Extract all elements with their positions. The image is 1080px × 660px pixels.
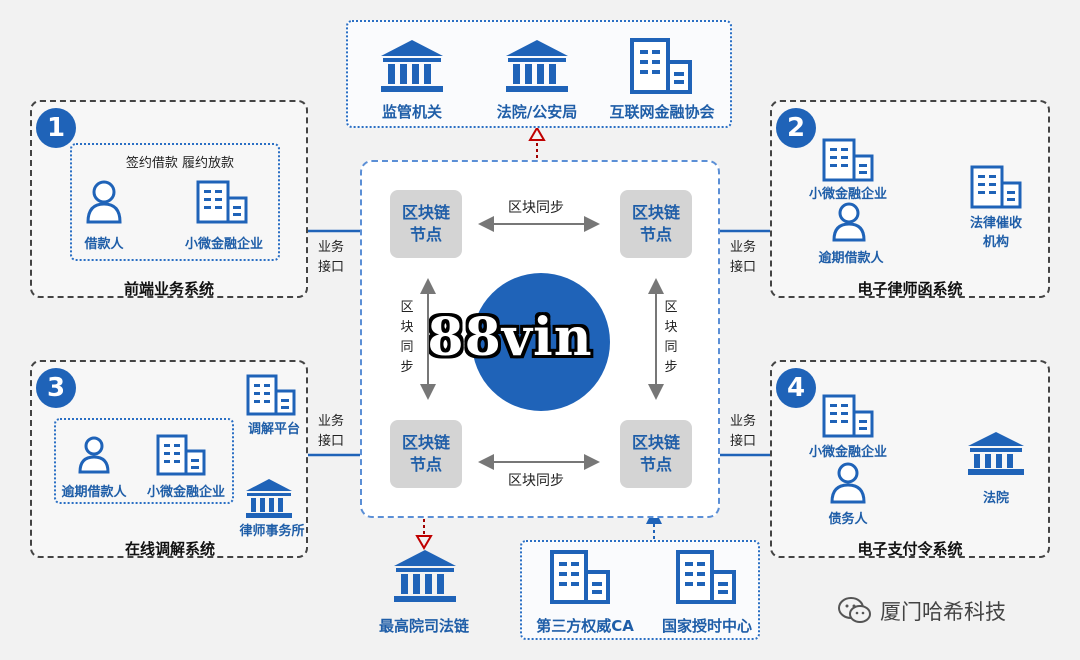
company-office-icon <box>156 434 206 476</box>
collection-agency-label: 法律催收 机构 <box>969 216 1022 250</box>
blockchain-node-top-right: 区块链 节点 <box>620 190 692 258</box>
sync-label-top: 区块同步 <box>508 200 564 216</box>
blockchain-node-bottom-left: 区块链 节点 <box>390 420 462 488</box>
debtor-label: 债务人 <box>828 512 868 527</box>
mediation-inner-group <box>54 418 234 504</box>
interface-label-1: 业务 接口 <box>318 240 345 275</box>
overdue-borrower-person-icon <box>78 436 110 474</box>
court-police-label: 法院/公安局 <box>496 103 578 121</box>
court-building-icon <box>968 432 1024 475</box>
panel-payment-order-system <box>770 360 1050 558</box>
law-firm-building-icon <box>246 479 292 518</box>
sync-label-right: 区块同步 <box>664 300 678 375</box>
watermark-text: 88vin <box>427 307 593 368</box>
blockchain-core-circle <box>472 273 610 411</box>
overdue-borrower-label: 逾期借款人 <box>61 485 127 500</box>
brand-name: 厦门哈希科技 <box>880 600 1006 624</box>
court-label: 法院 <box>982 491 1009 506</box>
interface-label-2: 业务 接口 <box>730 240 757 275</box>
panel-number-4: 4 <box>776 368 816 408</box>
mediation-platform-icon <box>246 374 296 416</box>
interface-label-4: 业务 接口 <box>730 414 757 449</box>
time-center-label: 国家授时中心 <box>661 617 752 635</box>
court-police-building-icon <box>506 40 568 92</box>
borrower-label: 借款人 <box>84 237 124 252</box>
sync-label-bottom: 区块同步 <box>508 473 564 489</box>
law-firm-label: 律师事务所 <box>239 524 305 539</box>
panel-number-2: 2 <box>776 108 816 148</box>
panel-2-title: 电子律师函系统 <box>857 280 963 298</box>
wechat-icon <box>838 597 871 623</box>
overdue-borrower-label: 逾期借款人 <box>818 251 884 266</box>
panel-frontend-system <box>30 100 308 298</box>
panel-number-3: 3 <box>36 368 76 408</box>
blockchain-node-bottom-right: 区块链 节点 <box>620 420 692 488</box>
company-office-icon <box>196 180 248 224</box>
frontend-inner-group <box>70 143 280 261</box>
company-label: 小微金融企业 <box>808 187 887 202</box>
company-office-icon <box>822 138 874 182</box>
regulator-label: 监管机关 <box>381 103 442 121</box>
company-label: 小微金融企业 <box>146 485 225 500</box>
association-label: 互联网金融协会 <box>609 103 715 121</box>
regulator-building-icon <box>381 40 443 92</box>
ca-office-icon <box>550 550 610 604</box>
debtor-person-icon <box>830 462 866 504</box>
company-label: 小微金融企业 <box>184 237 263 252</box>
overdue-borrower-person-icon <box>832 202 866 242</box>
ca-label: 第三方权威CA <box>536 617 634 635</box>
time-center-office-icon <box>676 550 736 604</box>
company-label: 小微金融企业 <box>808 445 887 460</box>
mediation-platform-label: 调解平台 <box>247 422 300 437</box>
blockchain-node-top-left: 区块链 节点 <box>390 190 462 258</box>
frontend-caption: 签约借款 履约放款 <box>125 156 235 171</box>
panel-number-1: 1 <box>36 108 76 148</box>
company-office-icon <box>822 394 874 438</box>
panel-4-title: 电子支付令系统 <box>857 540 963 558</box>
panel-3-title: 在线调解系统 <box>124 540 215 558</box>
supreme-court-building-icon <box>394 550 456 602</box>
interface-label-3: 业务 接口 <box>318 414 345 449</box>
panel-1-title: 前端业务系统 <box>123 280 214 298</box>
collection-agency-icon <box>970 165 1022 209</box>
supreme-court-label: 最高院司法链 <box>378 617 469 635</box>
sync-label-left: 区块同步 <box>400 300 414 375</box>
borrower-person-icon <box>86 180 122 224</box>
association-office-icon <box>630 38 692 94</box>
